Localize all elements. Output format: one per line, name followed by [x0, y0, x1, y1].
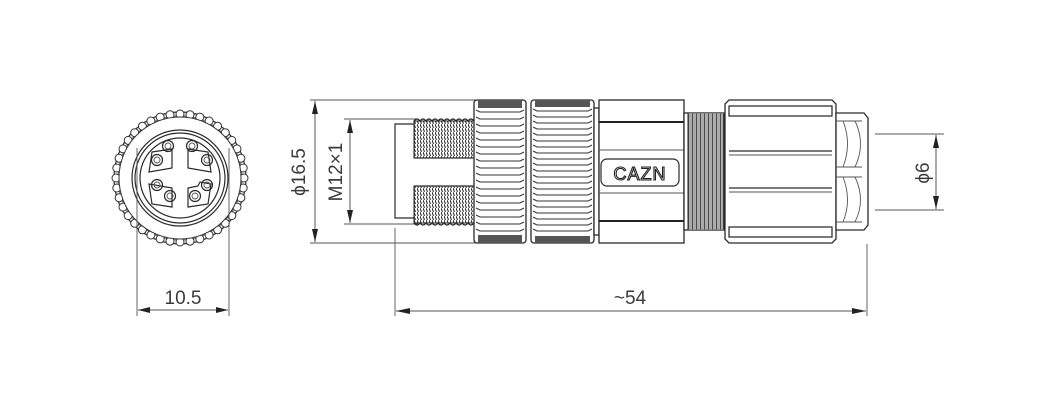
pin-icon	[200, 153, 214, 167]
pin-icon	[161, 139, 175, 153]
coupling-nut-front	[473, 99, 527, 244]
rear-thread	[683, 112, 726, 231]
contact-insert	[139, 137, 221, 219]
contact-sleeve	[394, 123, 414, 219]
brand-logo-text: CAZN	[614, 164, 667, 184]
connector-body: CAZN	[598, 99, 685, 244]
coupling-nut-knurl	[111, 109, 249, 247]
side-view: ϕ16.5 M12×1	[289, 99, 944, 316]
pin-icon	[185, 139, 199, 153]
contact-pins	[150, 139, 214, 203]
thread-upper	[413, 118, 475, 159]
dimension-thread: M12×1	[326, 118, 418, 225]
pin-icon	[188, 189, 202, 203]
insert-cross-keying	[148, 148, 212, 208]
dimension-outer-diameter: ϕ16.5	[289, 99, 478, 244]
dimension-width-front: 10.5	[138, 288, 228, 313]
dimension-label-thread: M12×1	[326, 143, 347, 202]
front-view: 10.5	[111, 109, 249, 316]
seal-end-cap	[835, 112, 869, 231]
pin-icon	[200, 178, 214, 192]
gland-nut	[724, 99, 837, 244]
brand-logo: CAZN	[600, 158, 680, 187]
dimension-label-overall-length: ~54	[614, 288, 647, 309]
dimension-label-outer-diameter: ϕ16.5	[289, 148, 310, 196]
pin-icon	[163, 189, 177, 203]
dimension-cable-diameter: ϕ6	[875, 133, 944, 211]
inner-ring	[134, 132, 226, 224]
dimension-label-cable-diameter: ϕ6	[913, 162, 934, 183]
coupling-nut-rear	[530, 99, 595, 244]
thread-lower	[413, 185, 475, 226]
pin-icon	[150, 178, 164, 192]
dimension-overall-length: ~54	[396, 288, 866, 314]
dimension-label-width: 10.5	[165, 288, 202, 309]
pin-icon	[150, 153, 164, 167]
inner-ring-outer	[131, 129, 229, 227]
